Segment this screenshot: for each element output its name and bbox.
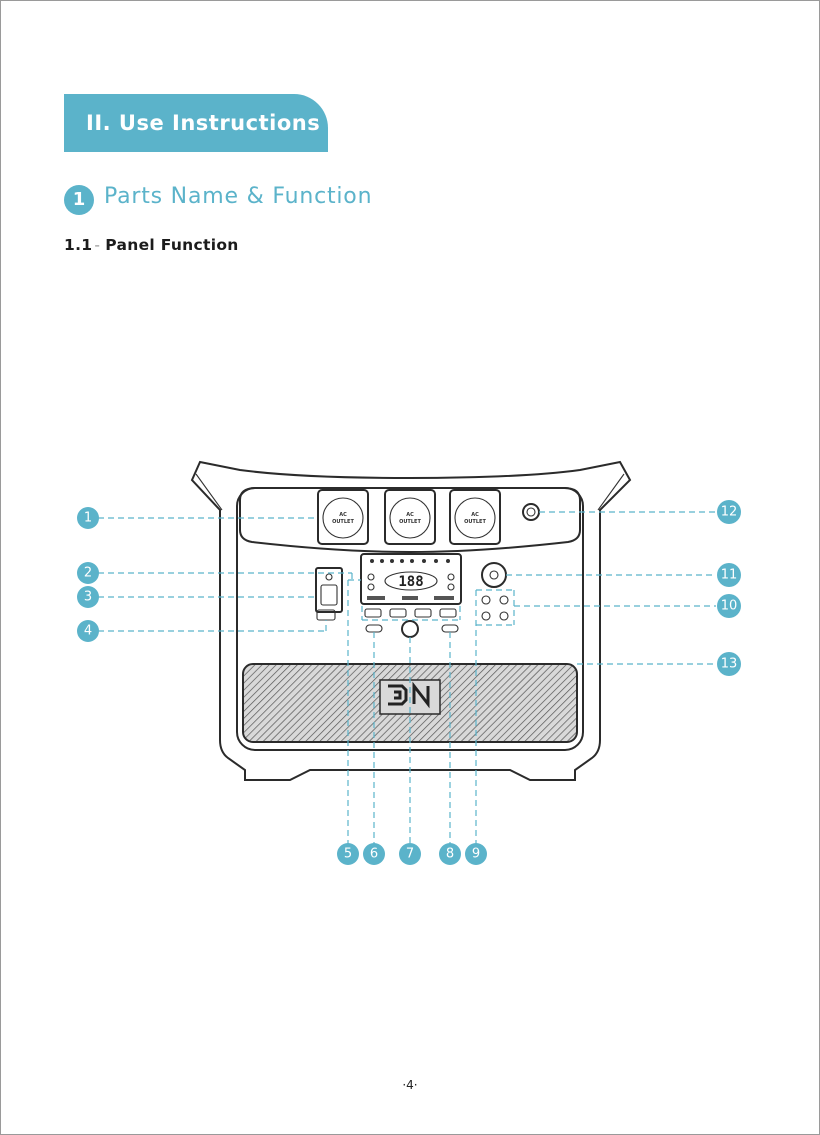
svg-text:7: 7 [406, 847, 414, 862]
dc-output-3[interactable] [482, 612, 490, 620]
svg-text:11: 11 [721, 568, 738, 583]
lcd-reading: 188 [398, 574, 423, 590]
usb-a-port-4[interactable] [440, 609, 456, 617]
ac-outlet-3[interactable]: AC OUTLET [450, 490, 500, 544]
svg-text:4: 4 [84, 624, 92, 639]
ac-outlet-label-line2: OUTLET [399, 519, 421, 525]
callout-6: 6 [363, 843, 385, 865]
svg-text:8: 8 [446, 847, 454, 862]
callout-8: 8 [439, 843, 461, 865]
callout-10: 10 [717, 594, 741, 618]
usb-a-port-1[interactable] [365, 609, 381, 617]
usb-a-port-2[interactable] [390, 609, 406, 617]
svg-text:9: 9 [472, 847, 480, 862]
ac-outlet-label-line1: AC [339, 512, 347, 518]
svg-text:12: 12 [721, 505, 738, 520]
callout-13: 13 [717, 652, 741, 676]
svg-text:3: 3 [84, 590, 92, 605]
svg-text:2: 2 [84, 566, 92, 581]
usb-a-port-3[interactable] [415, 609, 431, 617]
top-right-button[interactable] [523, 504, 539, 520]
callout-2: 2 [77, 562, 99, 584]
ac-input-socket [321, 585, 337, 605]
callout-4: 4 [77, 620, 99, 642]
power-button[interactable] [482, 563, 506, 587]
ac-outlet-label-line2: OUTLET [332, 519, 354, 525]
usb-c-port-left[interactable] [366, 625, 382, 632]
usb-c-port-right[interactable] [442, 625, 458, 632]
lcd-display: 188 [361, 554, 461, 604]
callout-9: 9 [465, 843, 487, 865]
car-charger-port[interactable] [402, 621, 418, 637]
dc-output-4[interactable] [500, 612, 508, 620]
callout-3: 3 [77, 586, 99, 608]
svg-text:10: 10 [721, 599, 738, 614]
ac-outlet-1[interactable]: AC OUTLET [318, 490, 368, 544]
callout-11: 11 [717, 563, 741, 587]
dc-output-2[interactable] [500, 596, 508, 604]
ac-outlet-label-line1: AC [406, 512, 414, 518]
ac-switch-icon [326, 574, 332, 580]
dc-output-1[interactable] [482, 596, 490, 604]
ac-outlet-label-line2: OUTLET [464, 519, 486, 525]
svg-text:6: 6 [370, 847, 378, 862]
svg-text:13: 13 [721, 657, 738, 672]
callout-1: 1 [77, 507, 99, 529]
svg-text:1: 1 [84, 511, 92, 526]
svg-text:5: 5 [344, 847, 352, 862]
callout-5: 5 [337, 843, 359, 865]
top-right-button-inner [527, 508, 535, 516]
handle-edges [196, 474, 624, 510]
callout-12: 12 [717, 500, 741, 524]
callout-7: 7 [399, 843, 421, 865]
page-number: ·4· [0, 1078, 820, 1092]
power-button-inner [490, 571, 498, 579]
ac-outlet-2[interactable]: AC OUTLET [385, 490, 435, 544]
ac-outlet-label-line1: AC [471, 512, 479, 518]
